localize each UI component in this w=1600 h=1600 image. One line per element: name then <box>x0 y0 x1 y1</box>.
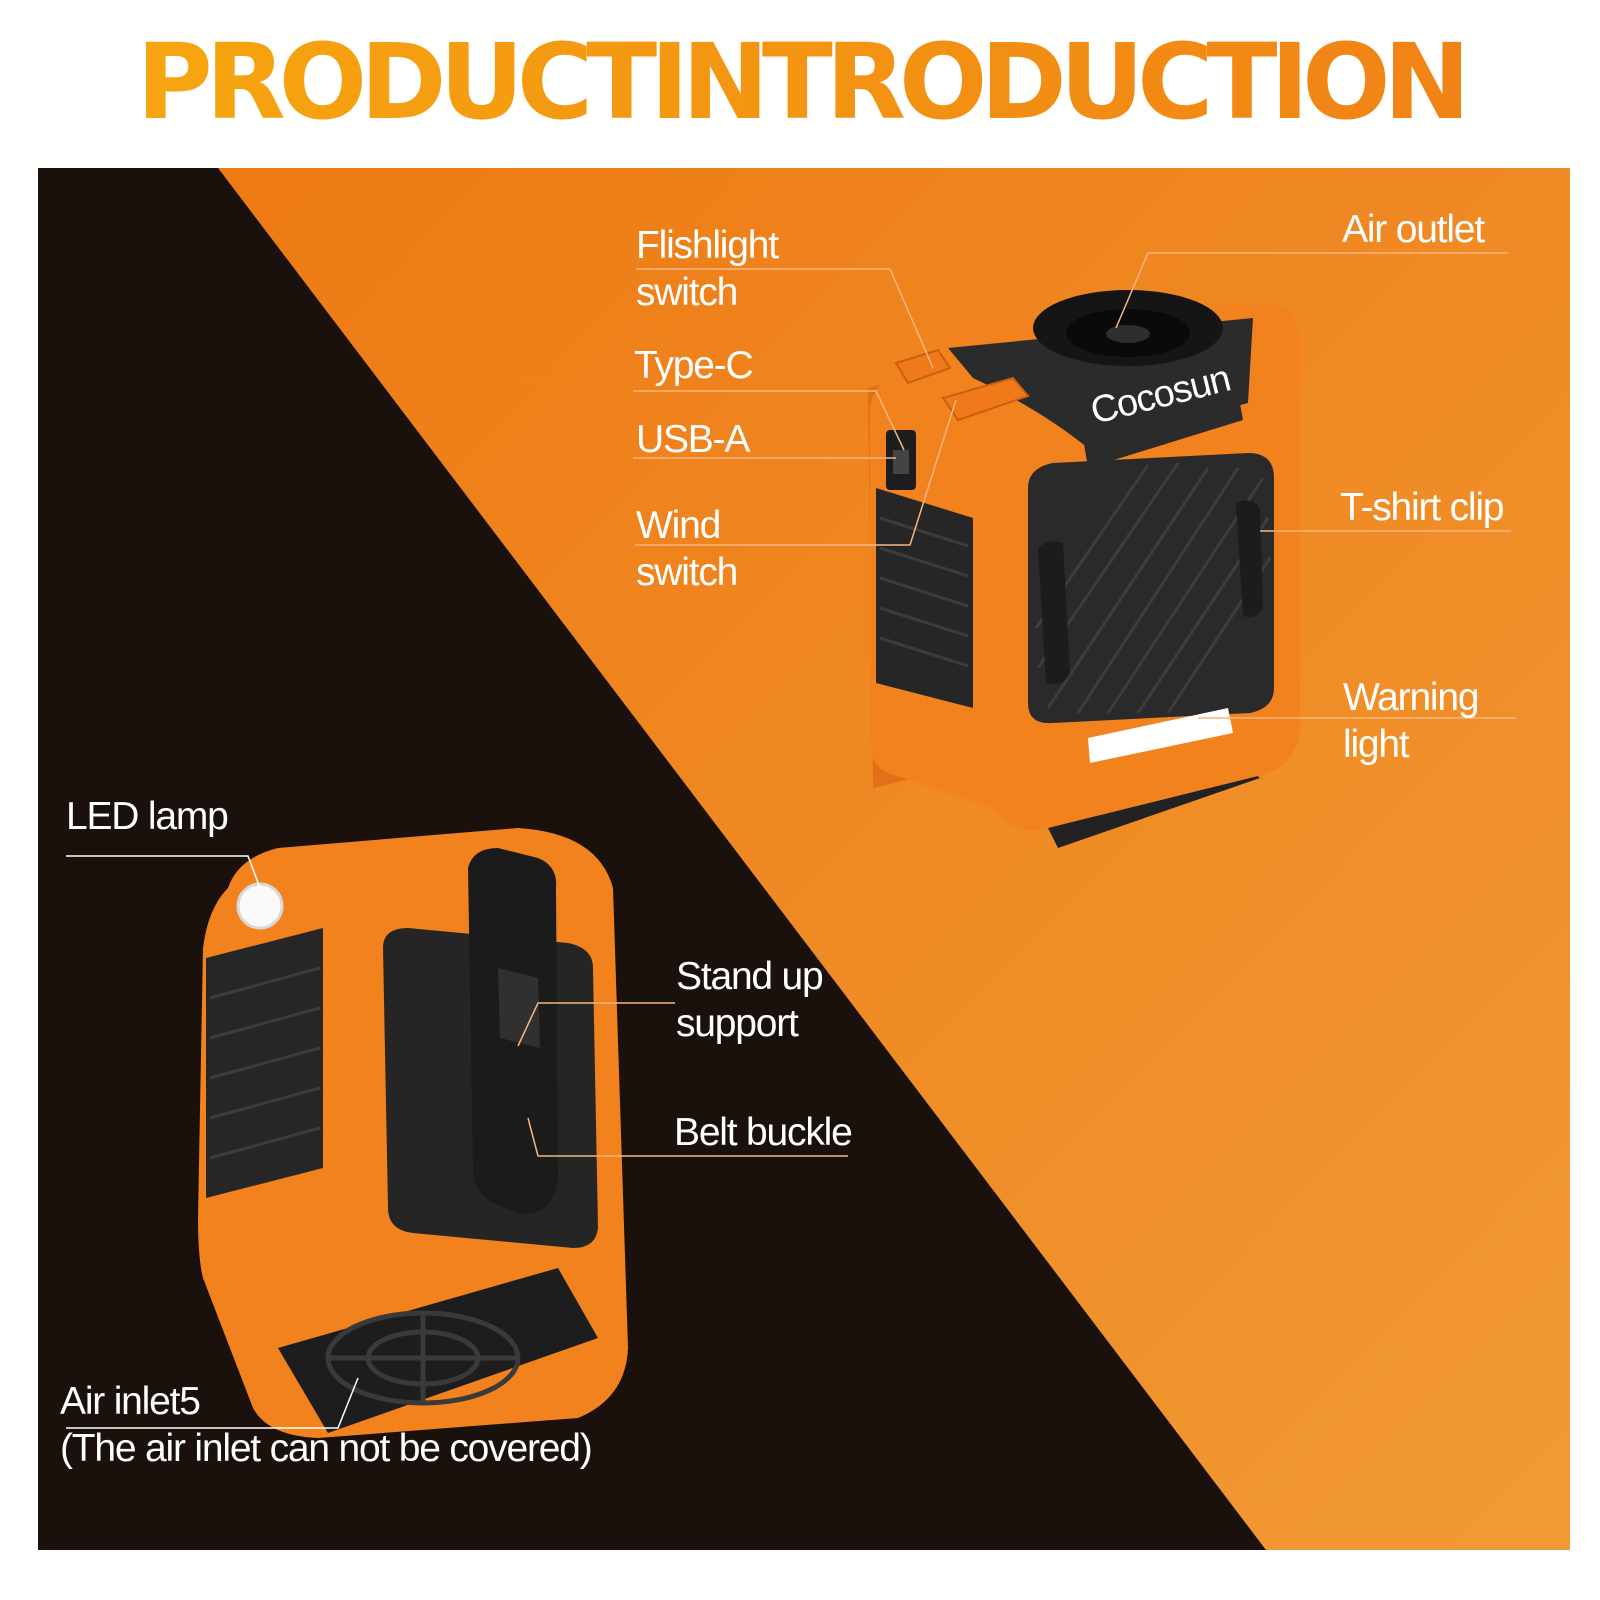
fan-front-view <box>868 290 1300 848</box>
label-line: Air inlet5 <box>60 1380 201 1423</box>
label-warning-light: Warning light <box>1343 674 1480 768</box>
label-line: Warning <box>1343 676 1480 719</box>
label-stand-up-support: Stand up support <box>676 953 824 1047</box>
label-usb-a: USB-A <box>636 418 750 461</box>
label-flashlight-switch: Flishlight switch <box>636 222 779 316</box>
fan-back-view <box>198 828 628 1438</box>
leader-lines <box>517 252 1516 1157</box>
label-line: support <box>676 1002 799 1045</box>
product-panel: Cocosun Flishlight switch Type-C USB-A W… <box>38 168 1570 1550</box>
leader-lines-dark <box>66 855 359 1429</box>
label-air-inlet: Air inlet5 (The air inlet can not be cov… <box>60 1378 593 1472</box>
label-line: Stand up <box>676 955 824 998</box>
product-illustration <box>66 252 1516 1438</box>
label-belt-buckle: Belt buckle <box>674 1111 853 1154</box>
label-tshirt-clip: T-shirt clip <box>1340 486 1504 529</box>
label-line: switch <box>636 551 738 594</box>
label-line: Wind <box>636 504 721 547</box>
label-line: (The air inlet can not be covered) <box>60 1427 593 1470</box>
label-line: Flishlight <box>636 224 779 267</box>
label-led-lamp: LED lamp <box>66 795 229 838</box>
label-wind-switch: Wind switch <box>636 502 738 596</box>
headline: PRODUCTINTRODUCTION <box>0 22 1600 142</box>
label-air-outlet: Air outlet <box>1342 208 1485 251</box>
label-type-c: Type-C <box>634 344 754 387</box>
label-line: light <box>1343 723 1410 766</box>
label-line: switch <box>636 271 738 314</box>
